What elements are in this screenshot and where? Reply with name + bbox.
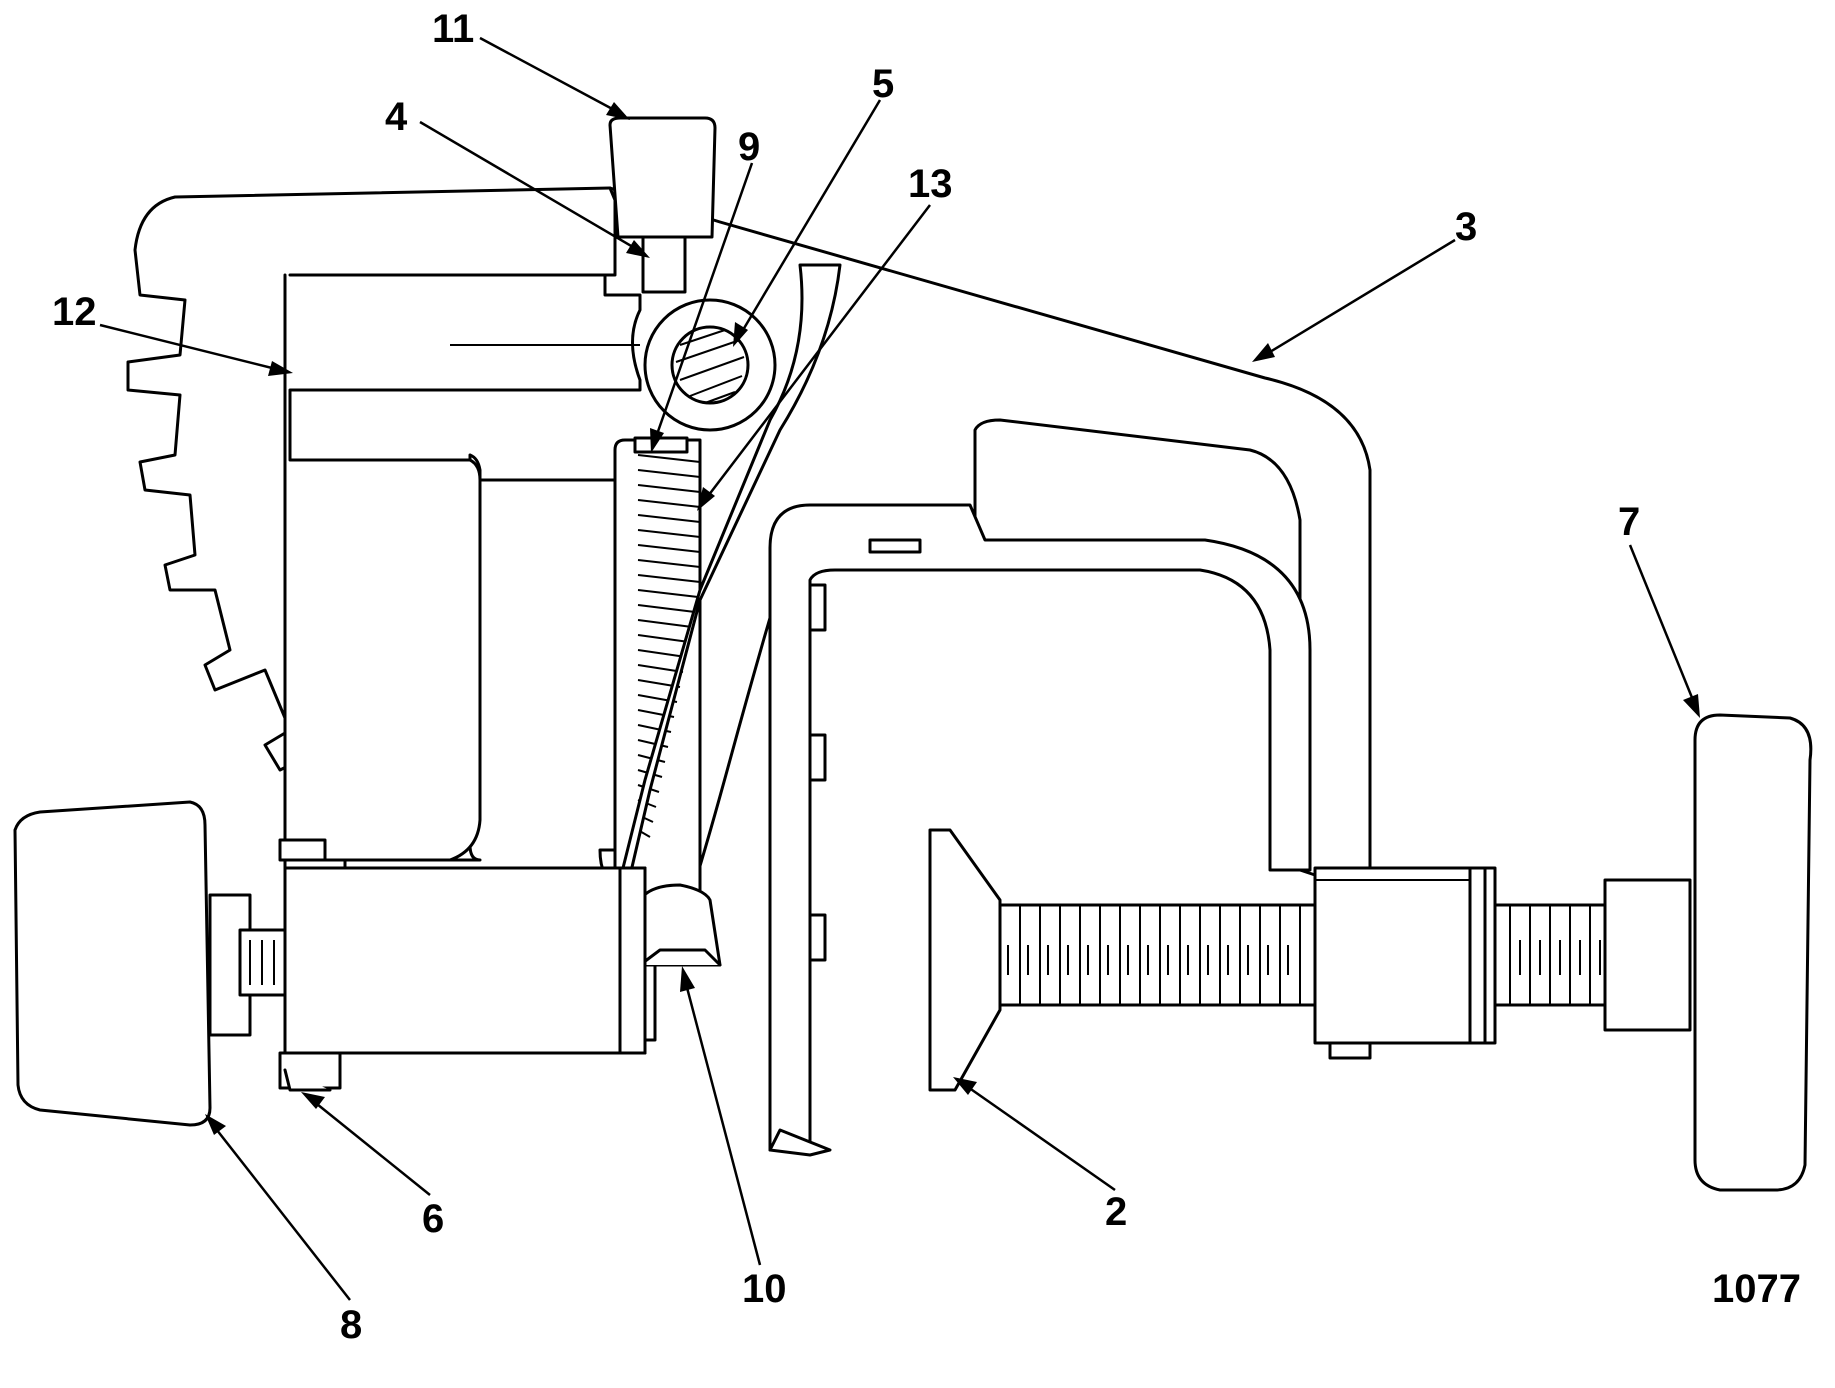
right-knob — [1693, 713, 1813, 1192]
callout-11: 11 — [432, 7, 474, 51]
callout-10: 10 — [742, 1267, 787, 1311]
screw-boss — [1313, 866, 1497, 1045]
pawl-block — [638, 883, 722, 967]
callout-labels: 11 4 9 5 13 3 12 7 2 6 10 8 1077 — [52, 7, 1801, 1347]
callout-6: 6 — [422, 1197, 444, 1241]
left-knob — [13, 800, 212, 1127]
slide-block — [283, 866, 647, 1055]
figure-number: 1077 — [1712, 1267, 1801, 1311]
callout-12: 12 — [52, 290, 97, 334]
top-knob — [608, 116, 717, 294]
callout-13: 13 — [908, 162, 953, 206]
leader-lines — [99, 36, 1700, 1301]
callout-7: 7 — [1618, 500, 1640, 544]
callout-8: 8 — [340, 1303, 362, 1347]
callout-2: 2 — [1105, 1190, 1127, 1234]
callout-3: 3 — [1455, 205, 1477, 249]
inner-clamp-frame — [768, 503, 1312, 1157]
main-screw — [998, 903, 1317, 1007]
swivel-pad — [928, 828, 1002, 1092]
right-screw-stem — [1493, 878, 1692, 1032]
callout-4: 4 — [385, 95, 408, 139]
callout-5: 5 — [872, 62, 894, 106]
body-block — [283, 273, 642, 862]
callout-9: 9 — [738, 125, 760, 169]
left-screw-stem — [208, 893, 287, 1037]
